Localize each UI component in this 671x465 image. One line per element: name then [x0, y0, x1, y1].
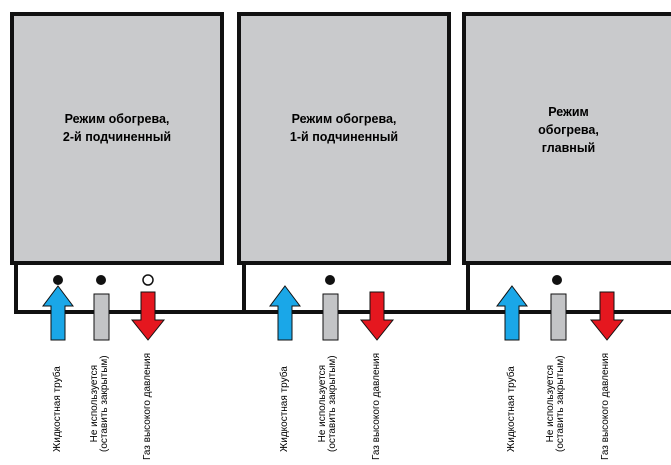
indoor-unit-1st-slave: Режим обогрева, 1-й подчиненный	[237, 12, 451, 265]
liquid-up-arrow	[496, 285, 528, 341]
gas-down-arrow	[589, 291, 625, 341]
liquid-pipe-label: Жидкостная труба	[52, 366, 63, 452]
unused-port-label: Не используется (оставить закрытым)	[317, 355, 338, 452]
unused-port-label: Не используется (оставить закрытым)	[545, 355, 566, 452]
group-2-ports	[269, 285, 395, 341]
gas-high-pressure-label: Газ высокого давления	[142, 352, 153, 460]
unit-title: Режим обогрева, 2-й подчиненный	[62, 112, 172, 144]
gas-high-pressure-label: Газ высокого давления	[600, 352, 611, 460]
gas-down-arrow	[130, 291, 166, 341]
valve-dot-open	[142, 274, 154, 286]
group-1-ports	[42, 285, 166, 341]
valve-dot-filled	[53, 275, 63, 285]
liquid-up-arrow	[42, 285, 74, 341]
liquid-pipe-label: Жидкостная труба	[279, 366, 290, 452]
valve-dot-filled	[552, 275, 562, 285]
indoor-unit-2nd-slave: Режим обогрева, 2-й подчиненный	[10, 12, 224, 265]
gas-down-arrow	[359, 291, 395, 341]
valve-dot-filled	[96, 275, 106, 285]
indoor-unit-master: Режим обогрева, главный	[462, 12, 671, 265]
valve-dot-filled	[325, 275, 335, 285]
unused-port-bar	[322, 293, 339, 341]
liquid-up-arrow	[269, 285, 301, 341]
unit-title: Режим обогрева, главный	[538, 105, 599, 155]
liquid-pipe-label: Жидкостная труба	[506, 366, 517, 452]
group-3-ports	[496, 285, 625, 341]
gas-high-pressure-label: Газ высокого давления	[371, 352, 382, 460]
unit-title: Режим обогрева, 1-й подчиненный	[289, 112, 399, 144]
unused-port-bar	[550, 293, 567, 341]
unused-port-label: Не используется (оставить закрытым)	[89, 355, 110, 452]
unused-port-bar	[93, 293, 110, 341]
